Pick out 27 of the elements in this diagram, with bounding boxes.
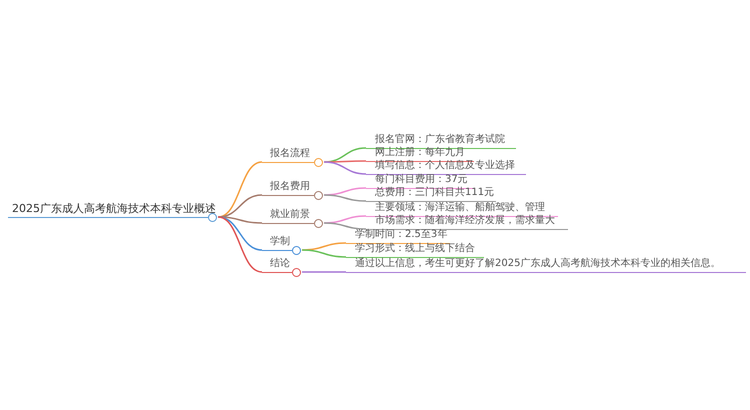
topic-label: 填写信息：个人信息及专业选择 (375, 160, 515, 172)
connector (218, 216, 262, 273)
connector (302, 249, 346, 258)
topic-label: 报名费用 (270, 181, 310, 193)
connector (324, 194, 366, 202)
topic-label: 总费用：三门科目共111元 (375, 187, 494, 199)
topic-label: 每门科目费用：37元 (375, 174, 468, 186)
topic-label: 市场需求：随着海洋经济发展，需求量大 (375, 215, 555, 227)
topic-label: 学制时间：2.5至3年 (355, 229, 448, 241)
topic-label: 就业前景 (270, 209, 310, 221)
connector (324, 187, 366, 196)
connector (302, 271, 346, 273)
connector (324, 160, 366, 163)
topic-label: 2025广东成人高考航海技术本科专业概述 (12, 203, 216, 215)
topic-label: 报名流程 (270, 148, 310, 160)
topic-label: 主要领域：海洋运输、船舶驾驶、管理 (375, 202, 545, 214)
connector (324, 161, 366, 175)
topic-label: 网上注册：每年九月 (375, 147, 465, 159)
topic-label: 学制 (270, 236, 290, 248)
connector (218, 194, 262, 218)
connector (302, 242, 346, 251)
topic-label: 通过以上信息，考生可更好了解2025广东成人高考航海技术本科专业的相关信息。 (355, 258, 720, 270)
topic-label: 学习形式：线上与线下结合 (355, 243, 475, 255)
topic-label: 报名官网：广东省教育考试院 (375, 134, 505, 146)
topic-label: 结论 (270, 258, 290, 270)
connector (324, 222, 366, 230)
connector (324, 215, 366, 224)
